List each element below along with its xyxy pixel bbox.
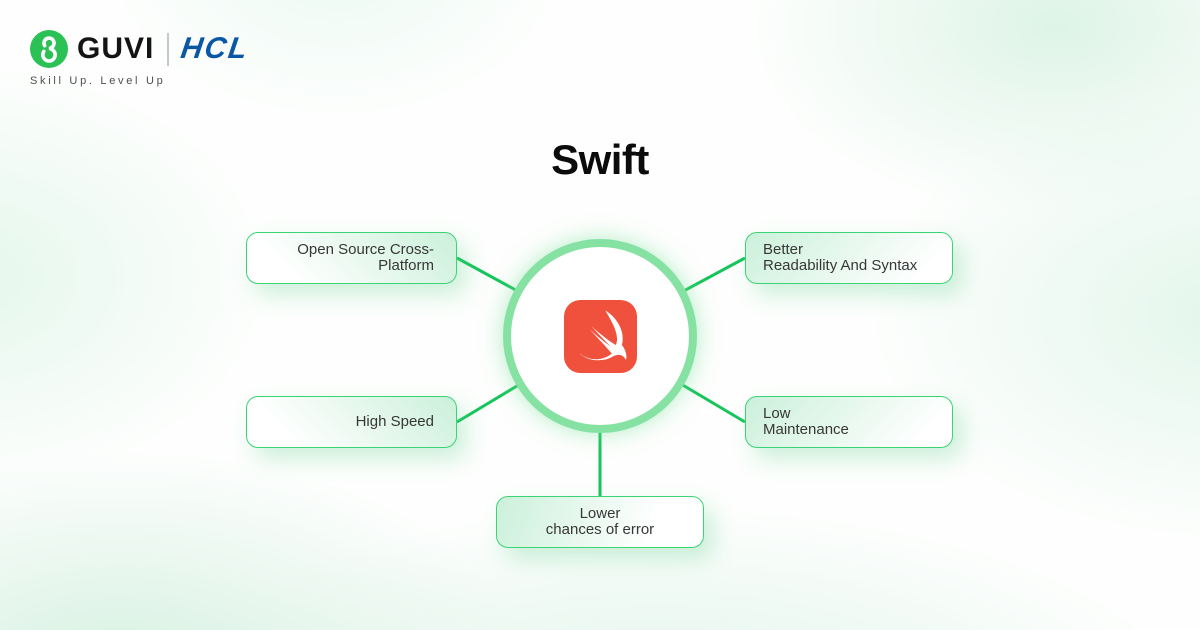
swift-logo-icon (563, 299, 637, 373)
node-better-readability-and-syntax: Better Readability And Syntax (745, 232, 953, 284)
node-label-line: Better (763, 240, 804, 258)
node-label-line: Open Source Cross- (297, 240, 434, 258)
center-circle (503, 239, 697, 433)
guvi-wordmark: GUVI (77, 32, 155, 65)
node-lower-chances-of-error: Lower chances of error (496, 496, 704, 548)
node-label-line: Platform (378, 257, 434, 274)
node-label-line: Readability And Syntax (763, 257, 918, 274)
guvi-logo-icon (30, 30, 68, 68)
brand-header: GUVI HCL Skill Up. Level Up (30, 30, 251, 87)
node-open-source-cross-platform: Open Source Cross- Platform (246, 232, 457, 284)
node-label-line: Maintenance (763, 421, 849, 438)
node-label-line: High Speed (355, 412, 434, 430)
node-label-line: chances of error (545, 521, 655, 538)
brand-tagline: Skill Up. Level Up (30, 75, 166, 87)
brand-divider (167, 32, 170, 66)
node-high-speed: High Speed (246, 396, 457, 448)
node-low-maintenance: Low Maintenance (745, 396, 953, 448)
page-title: Swift (551, 136, 649, 183)
node-label-line: Lower (579, 504, 621, 522)
node-label-line: Low (763, 404, 791, 422)
